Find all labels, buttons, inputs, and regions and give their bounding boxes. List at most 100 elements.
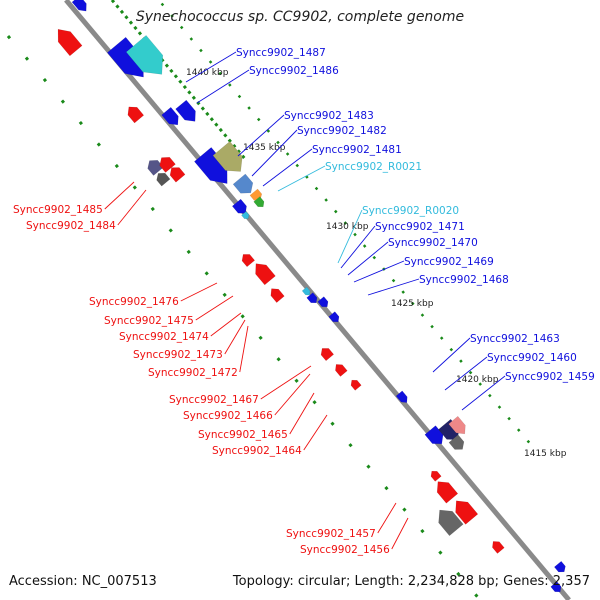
gene-label-left[interactable]: Syncc9902_1456 [300, 544, 390, 556]
forward-gene-arrow[interactable] [448, 415, 466, 435]
gc-tick [186, 249, 191, 255]
label-leader-line [289, 392, 315, 435]
reverse-gene-arrow[interactable] [492, 541, 505, 554]
gene-label-right[interactable]: Syncc9902_1487 [236, 47, 326, 59]
gc-tick [459, 359, 463, 363]
reverse-gene-arrow[interactable] [436, 481, 459, 504]
label-leader-line [185, 51, 237, 83]
forward-gene-arrow[interactable] [553, 560, 566, 573]
reverse-gene-arrow[interactable] [270, 288, 285, 303]
gene-label-right[interactable]: Syncc9902_1471 [375, 221, 465, 233]
gc-tick [182, 84, 187, 90]
reverse-gene-arrow[interactable] [127, 106, 145, 124]
gc-tick [384, 486, 389, 491]
gene-label-left[interactable]: Syncc9902_1473 [133, 349, 223, 361]
gc-tick [115, 4, 120, 9]
gc-tick [236, 149, 241, 154]
gc-tick [362, 244, 367, 248]
gene-label-right[interactable]: Syncc9902_1468 [419, 274, 509, 286]
reverse-gene-arrow[interactable] [147, 159, 164, 176]
gene-label-right[interactable]: Syncc9902_1463 [470, 333, 560, 345]
gene-features [57, 0, 566, 593]
reverse-gene-arrow[interactable] [156, 172, 171, 187]
forward-gene-arrow[interactable] [231, 198, 247, 214]
forward-gene-arrow[interactable] [424, 425, 444, 445]
gc-content-track [6, 0, 531, 598]
gc-tick [241, 154, 246, 159]
gene-label-right[interactable]: Syncc9902_1469 [404, 256, 494, 268]
reverse-gene-arrow[interactable] [169, 167, 186, 183]
reverse-gene-arrow[interactable] [159, 156, 176, 173]
forward-gene-arrow[interactable] [317, 296, 329, 308]
forward-gene-arrow[interactable] [194, 147, 228, 184]
gc-tick [119, 9, 125, 15]
gc-tick [218, 71, 222, 76]
forward-gene-arrow[interactable] [232, 173, 254, 194]
forward-gene-arrow[interactable] [253, 196, 265, 208]
reverse-gene-arrow[interactable] [438, 509, 464, 537]
reverse-gene-arrow[interactable] [255, 263, 276, 286]
reverse-gene-arrow[interactable] [430, 470, 442, 482]
label-leader-line [237, 114, 285, 157]
kbp-label: 1425 kbp [391, 299, 434, 309]
reverse-gene-arrow[interactable] [335, 364, 348, 377]
forward-gene-arrow[interactable] [71, 0, 87, 12]
gene-label-left[interactable]: Syncc9902_1476 [89, 296, 179, 308]
kbp-label: 1420 kbp [456, 375, 499, 385]
reverse-gene-arrow[interactable] [57, 28, 83, 57]
gene-label-right[interactable]: Syncc9902_1486 [249, 65, 339, 77]
gene-label-left[interactable]: Syncc9902_1474 [119, 331, 209, 343]
label-leader-line [444, 356, 488, 391]
gc-tick [348, 443, 353, 448]
gene-label-right[interactable]: Syncc9902_1482 [297, 125, 387, 137]
gc-tick [205, 111, 210, 117]
gene-label-left[interactable]: Syncc9902_1457 [286, 528, 376, 540]
gc-tick [133, 25, 138, 31]
gene-label-left[interactable]: Syncc9902_1466 [183, 410, 273, 422]
gene-label-right[interactable]: Syncc9902_1483 [284, 110, 374, 122]
gc-tick [526, 439, 531, 444]
gc-tick [330, 421, 335, 426]
gc-tick [468, 370, 473, 375]
reverse-gene-arrow[interactable] [350, 379, 362, 391]
forward-gene-arrow[interactable] [395, 390, 408, 403]
reverse-gene-arrow[interactable] [320, 348, 335, 362]
gc-tick [218, 127, 223, 133]
forward-gene-arrow[interactable] [212, 141, 243, 172]
gene-label-right[interactable]: Syncc9902_1470 [388, 237, 478, 249]
forward-gene-arrow[interactable] [301, 286, 311, 296]
gene-label-right[interactable]: Syncc9902_1459 [505, 371, 595, 383]
gene-label-right[interactable]: Syncc9902_1481 [312, 144, 402, 156]
gc-tick [334, 209, 338, 214]
gene-label-left[interactable]: Syncc9902_1485 [13, 204, 103, 216]
forward-gene-arrow[interactable] [306, 292, 318, 304]
label-leader-line [180, 282, 218, 302]
forward-gene-arrow[interactable] [161, 106, 179, 126]
gc-tick [312, 400, 317, 405]
gene-label-left[interactable]: Syncc9902_1464 [212, 445, 302, 457]
gc-tick [276, 140, 280, 145]
gc-tick [189, 37, 194, 41]
reverse-gene-arrow[interactable] [241, 254, 256, 268]
reverse-gene-arrow[interactable] [455, 500, 479, 525]
gene-label-left[interactable]: Syncc9902_1475 [104, 315, 194, 327]
gc-tick [420, 313, 425, 317]
label-leader-line [260, 365, 312, 400]
forward-gene-arrow[interactable] [175, 99, 196, 122]
gc-tick [6, 35, 12, 40]
gene-label-left[interactable]: Syncc9902_1484 [26, 220, 116, 232]
forward-gene-arrow[interactable] [448, 434, 465, 450]
forward-gene-arrow[interactable] [241, 211, 250, 219]
gene-label-right[interactable]: Syncc9902_1460 [487, 352, 577, 364]
gene-label-right[interactable]: Syncc9902_R0021 [325, 161, 422, 173]
gene-label-right[interactable]: Syncc9902_R0020 [362, 205, 459, 217]
label-leader-line [262, 148, 313, 187]
forward-gene-arrow[interactable] [550, 581, 562, 593]
forward-gene-arrow[interactable] [125, 34, 164, 75]
gene-label-left[interactable]: Syncc9902_1467 [169, 394, 259, 406]
gc-tick [439, 336, 444, 340]
label-leader-line [274, 373, 311, 416]
gene-label-left[interactable]: Syncc9902_1472 [148, 367, 238, 379]
gene-label-left[interactable]: Syncc9902_1465 [198, 429, 288, 441]
forward-gene-arrow[interactable] [328, 311, 340, 323]
